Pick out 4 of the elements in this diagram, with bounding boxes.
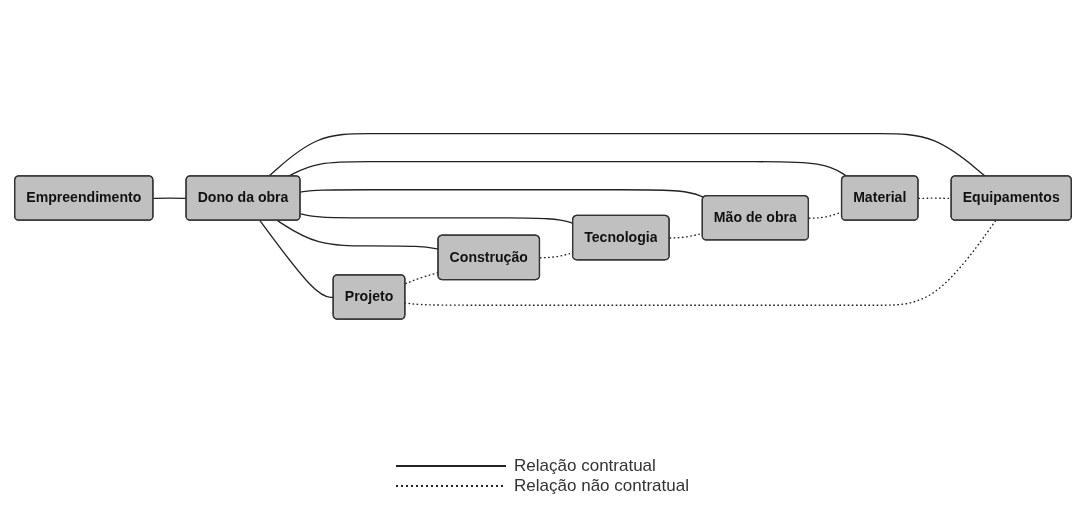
- connector: [299, 188, 704, 198]
- legend-text: Relação não contratual: [514, 476, 689, 496]
- connector: [267, 132, 986, 177]
- legend-text: Relação contratual: [514, 456, 656, 476]
